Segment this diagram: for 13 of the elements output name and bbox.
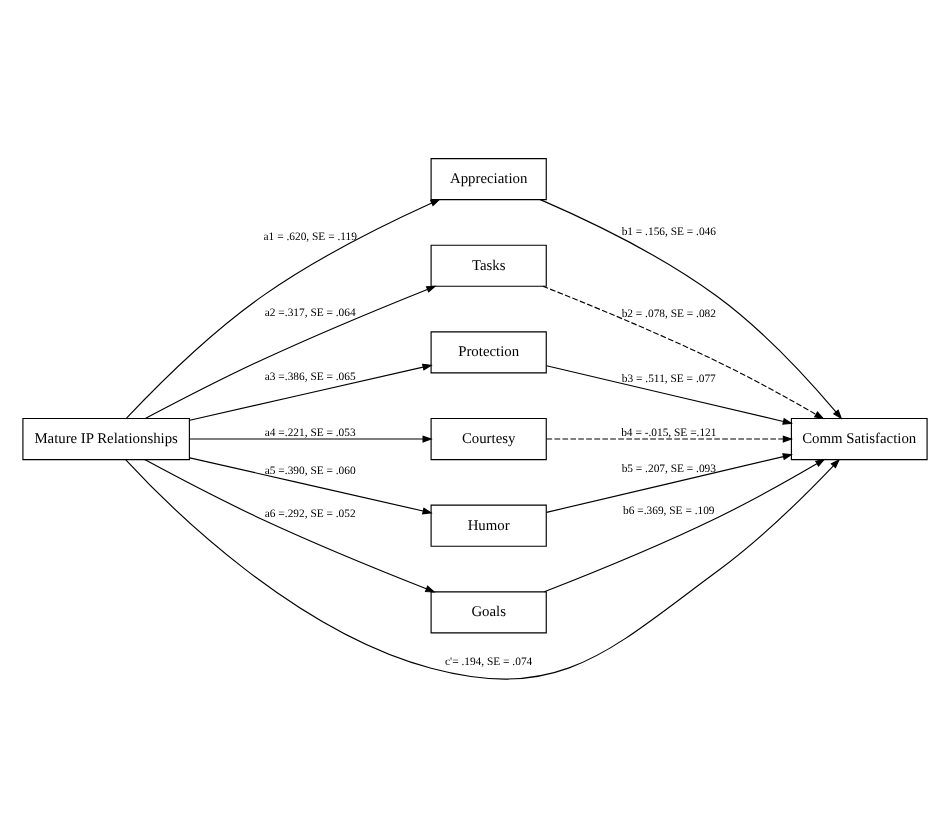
arrow	[143, 459, 435, 593]
arrow	[542, 458, 825, 593]
arrow	[188, 363, 432, 421]
arrow	[144, 285, 436, 419]
arrow	[545, 453, 792, 513]
arrow	[541, 285, 824, 420]
arrow	[545, 365, 792, 425]
arrow	[124, 458, 840, 680]
arrow	[545, 435, 793, 443]
arrow	[124, 199, 440, 419]
arrow	[188, 435, 432, 443]
arrow	[538, 199, 842, 420]
arrow	[188, 457, 432, 515]
